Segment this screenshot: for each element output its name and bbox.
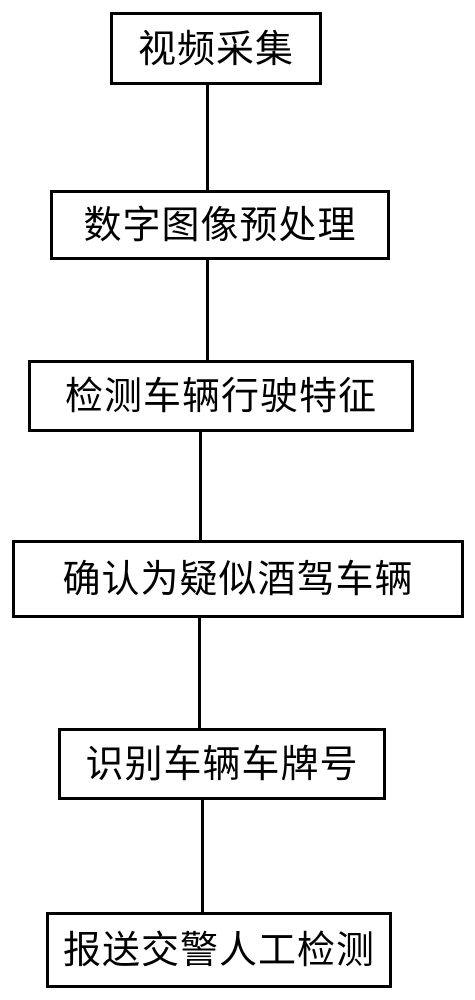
connector-line bbox=[206, 260, 209, 360]
connector-line bbox=[201, 800, 204, 912]
step-confirm-suspected-drunk-driving: 确认为疑似酒驾车辆 bbox=[12, 540, 464, 618]
step-image-preprocessing: 数字图像预处理 bbox=[50, 190, 390, 260]
step-recognize-license-plate: 识别车辆车牌号 bbox=[58, 728, 386, 800]
connector-line bbox=[198, 618, 201, 728]
connector-line bbox=[199, 432, 202, 540]
step-detect-driving-features: 检测车辆行驶特征 bbox=[28, 360, 414, 432]
step-report-to-traffic-police: 报送交警人工检测 bbox=[46, 912, 392, 988]
step-video-capture: 视频采集 bbox=[110, 12, 322, 85]
connector-line bbox=[206, 85, 209, 190]
